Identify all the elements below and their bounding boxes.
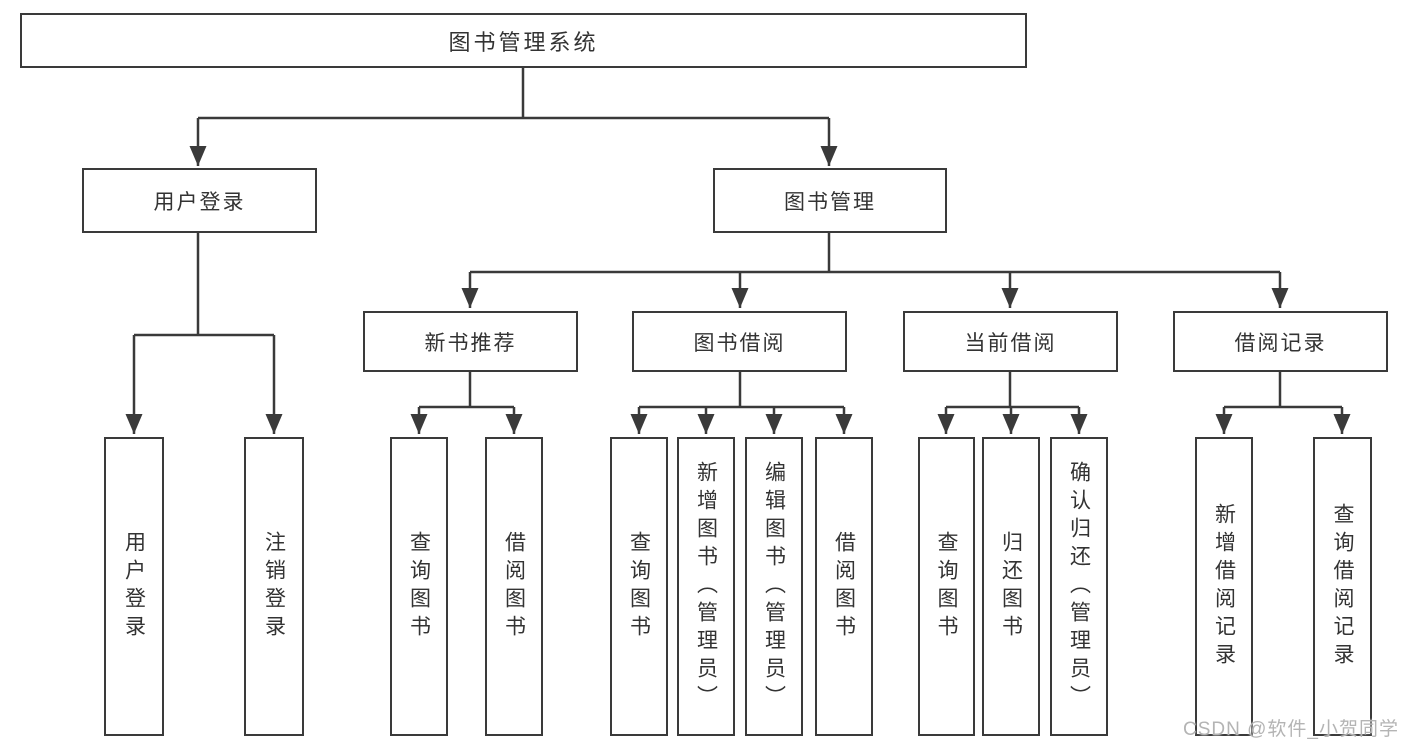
node-label: 图书管理 [784, 190, 876, 214]
node-label: 用户登录 [153, 190, 246, 214]
leaf-label: 归还图书 [999, 530, 1023, 643]
leaf-label: 查询图书 [407, 530, 431, 643]
leaf-label: 注销登录 [262, 530, 286, 643]
leaf-label: 查询借阅记录 [1331, 502, 1354, 671]
node-current-borrowing: 当前借阅 [903, 311, 1118, 372]
leaf-borrow-edit-books-admin: 编辑图书（管理员） [745, 437, 803, 736]
node-label: 图书借阅 [693, 331, 786, 355]
leaf-label: 查询图书 [627, 530, 651, 643]
leaf-borrow-query-books: 查询图书 [610, 437, 668, 736]
node-book-management: 图书管理 [713, 168, 947, 233]
leaf-records-add-borrow-record: 新增借阅记录 [1195, 437, 1253, 736]
node-library-system: 图书管理系统 [20, 13, 1027, 68]
node-borrowing-records: 借阅记录 [1173, 311, 1388, 372]
leaf-label: 确认归还（管理员） [1067, 460, 1091, 713]
leaf-current-query-books: 查询图书 [918, 437, 975, 736]
leaf-records-query-borrow-record: 查询借阅记录 [1313, 437, 1372, 736]
leaf-label: 用户登录 [122, 530, 146, 643]
leaf-user-login: 用户登录 [104, 437, 164, 736]
leaf-current-return-books: 归还图书 [982, 437, 1040, 736]
node-book-borrowing: 图书借阅 [632, 311, 847, 372]
leaf-label: 借阅图书 [832, 530, 856, 643]
leaf-label: 编辑图书（管理员） [762, 460, 786, 713]
leaf-label: 借阅图书 [502, 530, 526, 643]
node-new-book-recommendation: 新书推荐 [363, 311, 578, 372]
leaf-borrow-borrow-books: 借阅图书 [815, 437, 873, 736]
leaf-current-confirm-return-admin: 确认归还（管理员） [1050, 437, 1108, 736]
node-label: 当前借阅 [964, 331, 1057, 355]
node-label: 图书管理系统 [448, 29, 599, 55]
node-label: 新书推荐 [424, 331, 517, 355]
node-label: 借阅记录 [1234, 331, 1327, 355]
leaf-logout-login: 注销登录 [244, 437, 304, 736]
leaf-label: 查询图书 [935, 530, 958, 643]
leaf-borrow-add-books-admin: 新增图书（管理员） [677, 437, 735, 736]
node-user-login: 用户登录 [82, 168, 317, 233]
leaf-label: 新增图书（管理员） [694, 460, 718, 713]
leaf-recommend-borrow-books: 借阅图书 [485, 437, 543, 736]
csdn-watermark: CSDN @软件_小贺同学 [1183, 719, 1399, 740]
leaf-label: 新增借阅记录 [1212, 502, 1236, 671]
leaf-recommend-query-books: 查询图书 [390, 437, 448, 736]
